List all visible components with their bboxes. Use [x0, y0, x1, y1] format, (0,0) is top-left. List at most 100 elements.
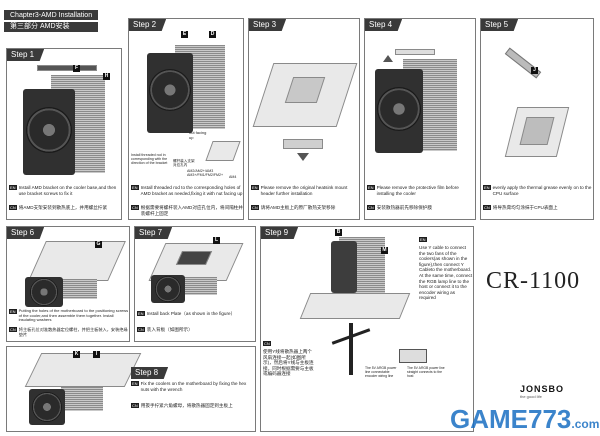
badge-en: EN [251, 185, 259, 190]
step3-tag: Step 3 [249, 19, 287, 31]
step6-text-cn: 将主板孔位对准散热器定位螺柱，并把主板装入，安装绝缘垫片 [18, 327, 128, 337]
step7-letter-l: L [213, 237, 220, 244]
step6-heatsink-image [57, 279, 97, 299]
step5-panel: Step 5 J EN evenly apply the thermal gre… [480, 18, 594, 220]
step8-heatsink-image [61, 387, 103, 411]
step6-letter-g: G [95, 241, 102, 248]
step2-bracket-image [205, 141, 241, 161]
step1-tag: Step 1 [7, 49, 45, 61]
step8-panel: K I Step 8 EN Fix the coolers on the mot… [6, 346, 256, 432]
step8-text-cn: 用扳手拧紧六角螺母，将散热器固定到主板上 [140, 403, 233, 408]
step5-letter-j: J [531, 67, 538, 74]
badge-en: EN [9, 309, 17, 314]
step4-panel: Step 4 EN Please remove the protective f… [364, 18, 476, 220]
watermark-suffix: .com [571, 417, 600, 431]
step7-tag: Step 7 [135, 227, 173, 239]
step3-text-cn: 请将AMD主板上的原厂散热支架移除 [260, 205, 336, 210]
step9-letter-m: M [381, 247, 388, 254]
step2-nut-note: nut facing up [189, 130, 207, 140]
step1-bracket-image [37, 65, 97, 71]
badge-en: EN [137, 311, 145, 316]
step9-motherboard-image [299, 293, 411, 319]
step5-text-cn: 将导热膏均匀涂抹于CPU表面上 [492, 205, 558, 210]
badge-cn: CN [131, 403, 139, 408]
step2-tag: Step 2 [129, 19, 167, 31]
badge-cn: CN [367, 205, 375, 210]
step8-tag: Step 8 [131, 367, 169, 379]
step9-fan-image [331, 241, 357, 293]
badge-cn: CN [131, 205, 139, 210]
step6-fan-image [25, 277, 63, 307]
badge-en: EN [419, 237, 427, 242]
watermark: GAME773.com [450, 404, 599, 436]
chapter-header: Chapter3-AMD Installation 第三部分 AMD安装 [4, 4, 99, 32]
step2-fan-image [147, 53, 193, 133]
badge-en: EN [9, 185, 17, 190]
step2-text-cn: 根据需要将螺杆装入AMD对应孔位内，将间隔柱并装螺杆上固定 [140, 205, 243, 216]
step7-text-cn: 装入背板（如图所示） [146, 327, 193, 332]
step3-panel: Step 3 EN Please remove the original hea… [248, 18, 360, 220]
step9-text-cn: 使用Y线将散热器上两个风扇连接一起(如图所示)，然后将Y线与主板连接。同时根据需… [263, 349, 314, 377]
step9-tag: Step 9 [261, 227, 299, 239]
brand-sub: the good life [520, 394, 542, 399]
step1-letter-h: H [103, 73, 110, 80]
step7-panel: Step 7 L EN Install back Plate（as shown … [134, 226, 256, 342]
badge-cn: CN [483, 205, 491, 210]
badge-cn: CN [137, 327, 145, 332]
step9-encoder-image [399, 349, 427, 363]
step3-text-en: Please remove the original heatsink moun… [260, 185, 348, 196]
step1-panel: Step 1 F H EN Install AMD bracket on the… [6, 48, 122, 220]
badge-en: EN [131, 185, 139, 190]
step6-panel: Step 6 G EN Putting the holes of the mot… [6, 226, 130, 342]
step8-text-en: Fix the coolers on the motherboard by fi… [140, 381, 247, 392]
step2-text-en: Install threaded rod to the correspondin… [140, 185, 243, 196]
product-model: CR-1100 [486, 268, 581, 294]
step1-fan-image [23, 89, 75, 175]
step8-letter-i: I [93, 351, 100, 358]
step4-fan-image [375, 69, 423, 153]
step9-callout2: The 5V ARGB power line straight connects… [407, 366, 445, 378]
step8-fan-image [29, 389, 65, 425]
step1-text-en: Install AMD bracket on the cooler base,a… [18, 185, 117, 196]
badge-cn: CN [263, 341, 271, 346]
step4-text-en: Please remove the protective film before… [376, 185, 459, 196]
step4-text-cn: 安装散热器前先移除保护膜 [376, 205, 432, 210]
badge-en: EN [483, 185, 491, 190]
step7-fan-image [151, 275, 185, 303]
chapter-title-cn: 第三部分 AMD安装 [4, 22, 99, 32]
step9-callout1: The 5V ARGB power line connectable encod… [365, 366, 397, 378]
step9-letter-b: B [335, 229, 342, 236]
step2-rod-note-en: Install threaded rod in corresponding wi… [131, 153, 168, 165]
step4-film-image [395, 49, 435, 55]
step4-tag: Step 4 [365, 19, 403, 31]
step2-panel: Step 2 E D nut facing up Install threade… [128, 18, 244, 220]
chapter-title-en: Chapter3-AMD Installation [4, 10, 99, 20]
step7-text-en: Install back Plate（as shown in the figur… [146, 311, 236, 316]
step7-heatsink-image [179, 277, 217, 295]
step2-sockets: AM2/AM2+/AM3 AM3+/FM1/FM2/FM2+ [187, 169, 224, 177]
step8-letter-k: K [73, 351, 80, 358]
badge-en: EN [367, 185, 375, 190]
step9-panel: Step 9 B M EN Use Y cable to connect the… [260, 226, 474, 432]
step6-motherboard-image [28, 241, 126, 281]
badge-cn: CN [9, 327, 17, 332]
badge-cn: CN [9, 205, 17, 210]
step3-mount-header-image [283, 139, 323, 149]
step1-letter-f: F [73, 65, 80, 72]
step2-rod-note-cn: 螺杆装入支架对应孔内 [173, 159, 195, 167]
step7-backplate-image [175, 251, 213, 265]
step9-text-en: Use Y cable to connect the two fans of t… [419, 245, 473, 301]
brand-name: JONSBO [520, 384, 565, 394]
step6-tag: Step 6 [7, 227, 45, 239]
step6-text-en: Putting the holes of the motherboard to … [18, 308, 129, 323]
step9-y-cable-image [349, 323, 353, 375]
step4-arrow-icon [383, 55, 393, 62]
step2-code: AM4 [229, 175, 237, 179]
step3-arrow-icon [297, 153, 309, 161]
badge-en: EN [131, 381, 139, 386]
step5-tag: Step 5 [481, 19, 519, 31]
step5-text-en: evenly apply the thermal grease evenly o… [492, 185, 592, 196]
badge-cn: CN [251, 205, 259, 210]
step2-letter-d: D [209, 31, 216, 38]
step2-letter-e: E [181, 31, 188, 38]
